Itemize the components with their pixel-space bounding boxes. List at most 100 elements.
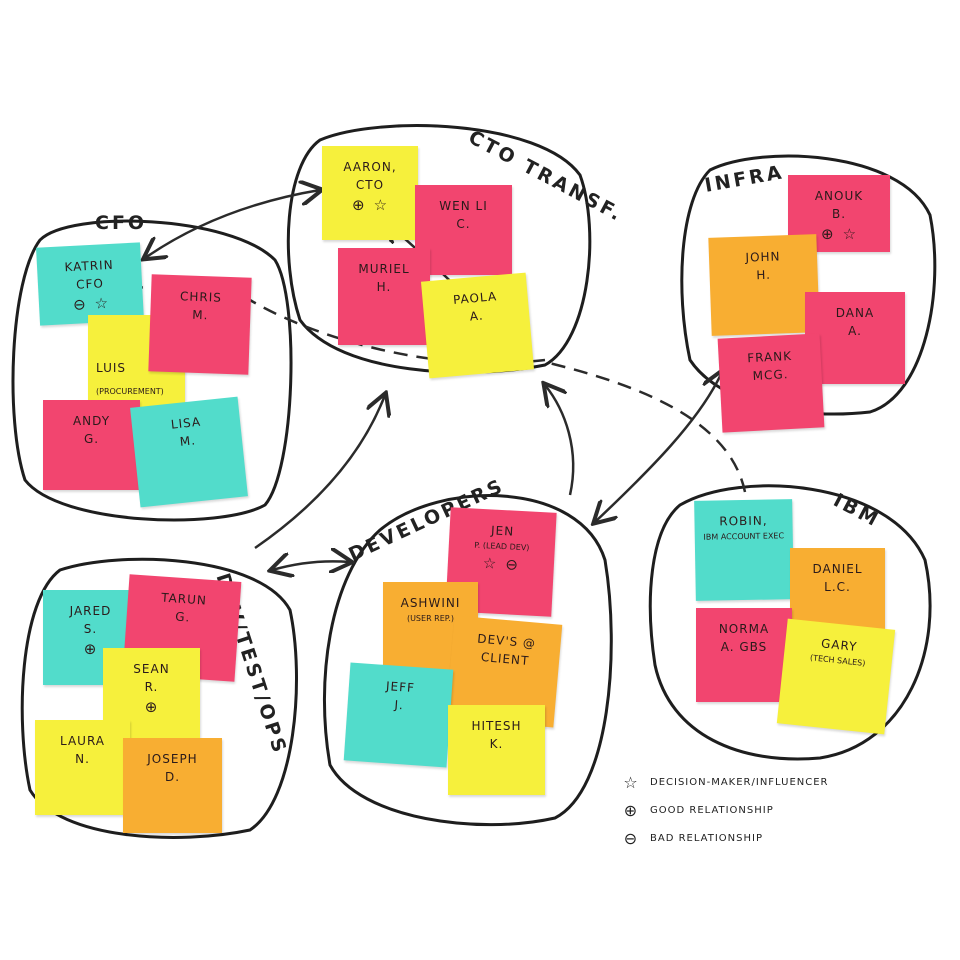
sticky-note[interactable]: AnoukB.⊕☆: [788, 175, 890, 252]
legend: ☆ Decision-maker/influencer ⊕ Good relation…: [622, 768, 829, 852]
note-detail: (User Rep.): [406, 614, 455, 623]
sticky-note[interactable]: JaredS.⊕: [43, 590, 138, 685]
star-icon: ☆: [373, 196, 389, 214]
note-name: Dana: [835, 306, 875, 320]
note-detail: G.: [174, 609, 191, 625]
sticky-note[interactable]: AndyG.: [43, 400, 140, 490]
plus-icon: ⊕: [83, 640, 98, 658]
sticky-note[interactable]: JeffJ.: [343, 662, 454, 768]
note-name: Ashwini: [400, 596, 461, 610]
sticky-note[interactable]: HiteshK.: [448, 705, 545, 795]
note-detail: R.: [144, 680, 159, 694]
note-name: Wen Li: [439, 199, 488, 213]
note-name: Anouk: [814, 189, 864, 203]
note-markers: ⊕: [84, 640, 98, 658]
note-name: Joseph: [147, 752, 198, 766]
note-name: Robin,: [719, 513, 768, 529]
sticky-note[interactable]: Wen LiC.: [415, 185, 512, 275]
note-name: Katrin: [64, 257, 114, 275]
sticky-note[interactable]: Gary(Tech Sales): [776, 618, 896, 735]
sticky-note[interactable]: FrankMcG.: [717, 333, 825, 433]
sticky-note[interactable]: JosephD.: [123, 738, 222, 833]
sticky-note[interactable]: KatrinCFO⊖☆: [36, 242, 144, 326]
sticky-note[interactable]: JohnH.: [708, 234, 820, 336]
note-detail: J.: [394, 697, 405, 713]
plus-icon: ⊕: [144, 698, 159, 716]
legend-item: ⊖Bad relationship: [622, 824, 829, 852]
sticky-note[interactable]: MurielH.: [338, 248, 430, 345]
plus-icon: ⊕: [820, 225, 835, 243]
sticky-note[interactable]: ChrisM.: [148, 274, 252, 375]
note-name: Chris: [179, 289, 223, 305]
note-detail: M.: [179, 433, 197, 449]
legend-label: Decision-maker/influencer: [650, 776, 829, 788]
note-name: John: [745, 249, 781, 265]
legend-item: ⊕ Good relationship: [622, 796, 829, 824]
note-name: Muriel: [358, 262, 410, 276]
note-detail: D.: [164, 770, 181, 784]
sticky-note[interactable]: NormaA. GBS: [696, 608, 792, 702]
note-markers: ⊕☆: [821, 225, 857, 243]
note-detail: L.C.: [824, 580, 851, 594]
note-name: Andy: [72, 414, 111, 428]
note-detail: K.: [489, 737, 504, 751]
star-icon: ☆: [842, 225, 858, 243]
arrow-devtestops-cto: [254, 395, 385, 550]
sticky-note[interactable]: Robin,IBM Account Exec: [694, 499, 794, 601]
plus-icon: ⊕: [623, 800, 639, 820]
arrow-developers-infra: [595, 372, 722, 522]
note-name: Laura: [59, 734, 105, 748]
note-name: Aaron,: [343, 160, 397, 174]
legend-label: Bad relationship: [650, 832, 763, 844]
sticky-note[interactable]: DanaA.: [805, 292, 905, 384]
note-name: Gary: [820, 636, 859, 655]
note-detail: McG.: [752, 367, 789, 383]
group-outline-ibm: [648, 484, 932, 761]
note-name: Tarun: [160, 590, 208, 608]
group-label-cfo: CFO: [95, 212, 148, 234]
legend-label: Good relationship: [650, 804, 774, 816]
plus-icon: ⊕: [351, 196, 366, 214]
note-detail: A.: [469, 308, 485, 324]
note-name: Dev's @: [476, 631, 537, 651]
note-detail: Client: [480, 649, 530, 669]
star-icon: ☆: [94, 294, 110, 313]
note-detail: H.: [376, 280, 392, 294]
group-outline-developers: [322, 494, 613, 827]
note-detail: (Procurement): [96, 387, 164, 396]
note-detail: M.: [191, 307, 209, 323]
note-name: Jeff: [385, 679, 416, 696]
note-name: Frank: [746, 348, 793, 366]
star-icon: ☆: [482, 554, 498, 573]
note-detail: (Tech Sales): [809, 653, 866, 668]
sticky-note[interactable]: PaolaA.: [420, 272, 535, 379]
sticky-note[interactable]: LauraN.: [35, 720, 130, 815]
arrow-developers-cto: [545, 385, 575, 496]
note-detail: CTO: [355, 178, 385, 192]
note-detail: P. (Lead Dev): [473, 540, 530, 553]
note-name: Luis: [96, 361, 127, 375]
sticky-note[interactable]: Aaron,CTO⊕☆: [322, 146, 418, 240]
note-detail: B.: [831, 207, 847, 221]
arrow-aaron-katrin: [145, 190, 320, 258]
group-outline-cto: [286, 124, 592, 374]
note-name: Jared: [69, 604, 112, 618]
note-markers: ⊕☆: [352, 196, 388, 214]
dashed-robin-cto: [544, 360, 747, 493]
note-markers: ⊖☆: [73, 294, 110, 314]
note-name: Jen: [490, 523, 515, 539]
note-detail: A. GBS: [720, 640, 768, 654]
note-name: Sean: [133, 662, 170, 676]
minus-icon: ⊖: [504, 555, 520, 574]
note-name: Paola: [452, 289, 498, 307]
note-name: Lisa: [170, 414, 202, 432]
legend-item: ☆ Decision-maker/influencer: [622, 768, 829, 796]
group-outline-devtestops: [20, 557, 298, 839]
sticky-note[interactable]: LisaM.: [130, 396, 248, 508]
group-outline-infra: [680, 154, 937, 416]
star-icon: ☆: [623, 772, 639, 792]
note-name: Daniel: [812, 562, 863, 576]
note-detail: N.: [75, 752, 90, 766]
note-detail: G.: [83, 432, 100, 446]
